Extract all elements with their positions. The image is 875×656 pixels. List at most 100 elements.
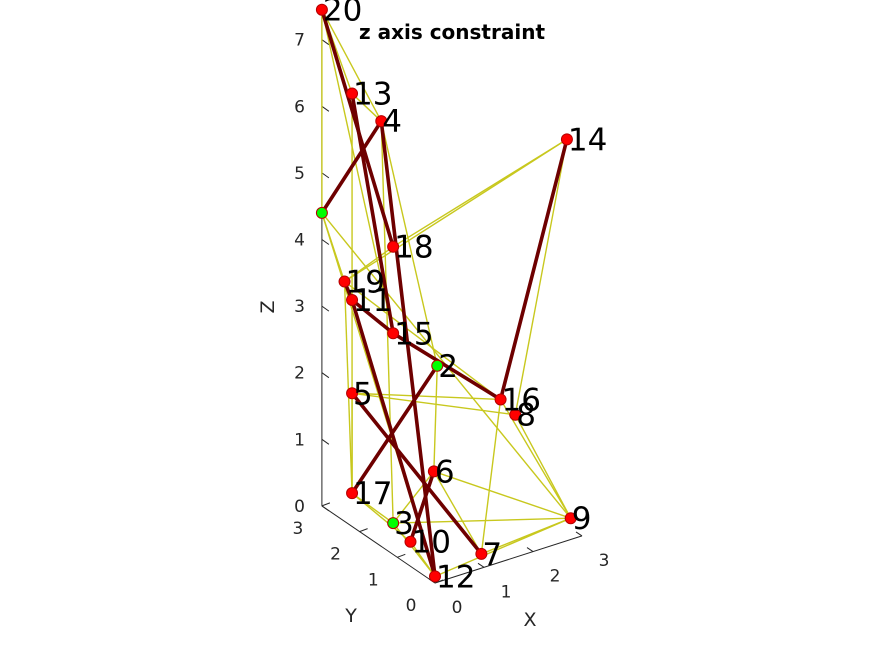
z-tick-label: 2 bbox=[294, 364, 305, 384]
z-tick bbox=[321, 438, 330, 445]
node-point bbox=[427, 465, 440, 478]
node-point bbox=[564, 512, 577, 525]
node-label: 17 bbox=[353, 476, 392, 512]
nodes bbox=[315, 3, 577, 583]
edge-light bbox=[433, 470, 571, 519]
z-tick-label: 4 bbox=[294, 231, 305, 251]
z-tick-label: 1 bbox=[294, 430, 305, 450]
x-tick bbox=[526, 547, 534, 553]
edge-strong bbox=[350, 363, 440, 495]
node-point bbox=[509, 408, 522, 421]
edge-light bbox=[351, 93, 382, 122]
y-tick bbox=[434, 579, 444, 584]
node-point bbox=[560, 133, 573, 146]
edge-light bbox=[514, 414, 572, 519]
x-tick bbox=[575, 531, 583, 537]
z-tick-label: 7 bbox=[294, 31, 305, 51]
chart-title: z axis constraint bbox=[359, 20, 545, 44]
z-tick bbox=[321, 172, 330, 179]
node-point bbox=[387, 327, 400, 340]
z-tick bbox=[321, 105, 330, 112]
edge-light bbox=[343, 281, 353, 494]
edge-light bbox=[321, 9, 382, 122]
x-axis-label: X bbox=[523, 609, 536, 631]
anchor-node-point bbox=[315, 206, 328, 219]
edge-light bbox=[433, 365, 438, 472]
y-tick-label: 0 bbox=[406, 596, 417, 616]
x-tick-label: 2 bbox=[550, 567, 561, 587]
node-point bbox=[429, 570, 441, 583]
node-label: 16 bbox=[502, 382, 541, 418]
edge-strong bbox=[408, 469, 436, 544]
z-tick bbox=[321, 372, 330, 379]
y-tick bbox=[359, 528, 368, 533]
z-tick-label: 0 bbox=[294, 497, 305, 517]
node-label: 3 bbox=[394, 506, 414, 542]
edge-light bbox=[480, 399, 502, 555]
edge-light bbox=[352, 392, 501, 401]
node-label: 11 bbox=[353, 283, 392, 319]
node-point bbox=[475, 547, 488, 560]
edge-light bbox=[409, 541, 436, 577]
edge-light bbox=[393, 517, 571, 524]
node-label: 20 bbox=[323, 0, 362, 29]
node-label: 7 bbox=[482, 537, 502, 573]
y-tick-label: 3 bbox=[292, 519, 303, 539]
node-point bbox=[404, 535, 417, 548]
x-tick-label: 3 bbox=[599, 551, 610, 571]
node-label: 13 bbox=[353, 77, 392, 113]
z-tick bbox=[321, 505, 330, 512]
node-label: 8 bbox=[516, 398, 536, 434]
node-point bbox=[387, 240, 400, 253]
y-tick-label: 2 bbox=[330, 545, 341, 565]
edge-strong bbox=[498, 137, 569, 402]
edge-strong bbox=[350, 298, 395, 336]
y-axis-line bbox=[321, 505, 436, 584]
node-point bbox=[494, 393, 507, 406]
edge-light bbox=[344, 138, 568, 283]
node-label: 4 bbox=[382, 104, 402, 140]
x-tick bbox=[477, 562, 485, 568]
node-point bbox=[338, 275, 351, 288]
y-tick bbox=[321, 502, 331, 507]
edge-light bbox=[434, 517, 571, 577]
z-tick bbox=[321, 305, 330, 312]
z-tick bbox=[321, 239, 330, 245]
strong-edges bbox=[320, 7, 569, 579]
z-axis-label: Z bbox=[257, 300, 279, 313]
x-axis-line bbox=[434, 535, 583, 584]
x-tick-label: 0 bbox=[452, 598, 463, 618]
z-tick bbox=[321, 39, 330, 46]
x-tick-label: 1 bbox=[501, 582, 512, 602]
y-tick-label: 1 bbox=[368, 570, 379, 590]
node-label: 14 bbox=[568, 122, 607, 158]
y-axis-label: Y bbox=[344, 605, 357, 627]
edge-strong bbox=[350, 391, 484, 556]
y-tick bbox=[397, 553, 406, 558]
edge-strong bbox=[391, 331, 503, 402]
node-point bbox=[375, 115, 388, 128]
node-label: 12 bbox=[436, 559, 475, 595]
z-tick-label: 6 bbox=[294, 97, 305, 117]
node-point bbox=[346, 294, 359, 307]
node-point bbox=[346, 387, 359, 400]
node-point bbox=[346, 487, 359, 500]
node-label: 6 bbox=[435, 454, 455, 490]
anchor-node-point bbox=[431, 359, 444, 372]
edge-strong bbox=[320, 119, 384, 215]
z-tick-label: 3 bbox=[294, 297, 305, 317]
node-label: 15 bbox=[394, 316, 433, 352]
edge-strong bbox=[350, 298, 437, 579]
anchor-node-point bbox=[387, 517, 400, 530]
z-tick-label: 5 bbox=[294, 164, 305, 184]
edge-light bbox=[380, 121, 438, 366]
node-label: 2 bbox=[438, 349, 458, 385]
node-point bbox=[346, 87, 359, 100]
node-point bbox=[315, 3, 328, 16]
node-label: 18 bbox=[394, 230, 433, 266]
node-label: 19 bbox=[346, 265, 385, 301]
node-label: 10 bbox=[411, 525, 450, 561]
edge-light bbox=[344, 281, 502, 401]
